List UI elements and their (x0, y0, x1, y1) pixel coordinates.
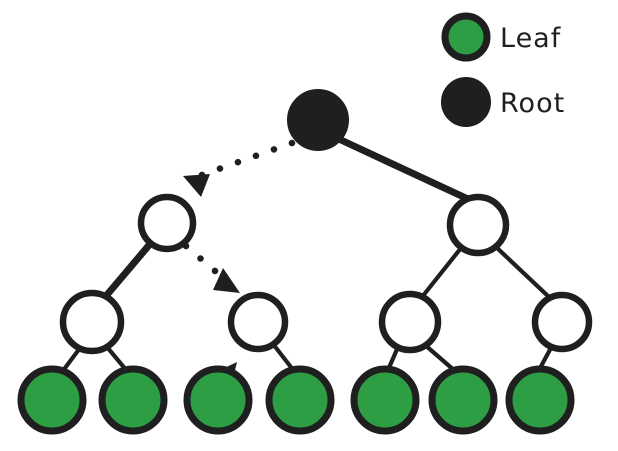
edge-nlr-to-leaf-4 (270, 341, 297, 374)
dotted-line-left-internal-to-nlr (182, 242, 226, 281)
node-leaf-4[interactable] (265, 365, 335, 435)
node-group (17, 89, 593, 435)
node-leaf-5[interactable] (350, 365, 420, 435)
edge-nrl-to-leaf-6 (422, 342, 458, 374)
edge-nr-to-nrr (493, 244, 552, 300)
edge-group (59, 136, 555, 375)
node-internal-left-right[interactable] (227, 291, 289, 353)
edge-nll-to-leaf-1 (59, 345, 83, 375)
node-leaf-6[interactable] (428, 365, 498, 435)
arrowhead-icon-left-internal-to-nlr (213, 268, 240, 293)
node-leaf-1[interactable] (17, 365, 87, 435)
edge-left-internal-to-left-child (102, 240, 154, 300)
node-leaf-3[interactable] (183, 365, 253, 435)
arrowhead-icon-root-to-left-internal (183, 174, 210, 197)
edge-root-to-right-internal (337, 136, 472, 203)
legend-root-swatch-icon (441, 77, 491, 127)
node-internal-right[interactable] (446, 193, 510, 257)
edge-nr-to-nrl (419, 245, 464, 300)
node-internal-left-left[interactable] (59, 289, 125, 355)
node-internal-right-left[interactable] (378, 290, 442, 354)
node-leaf-7[interactable] (505, 365, 575, 435)
node-internal-right-right[interactable] (531, 291, 593, 353)
node-leaf-2[interactable] (98, 365, 168, 435)
legend-label-leaf: Leaf (500, 23, 562, 54)
legend: Leaf Root (441, 12, 565, 127)
node-internal-left[interactable] (137, 193, 197, 253)
node-root[interactable] (287, 89, 349, 151)
legend-leaf-swatch-icon (441, 12, 491, 62)
dotted-line-root-to-left-internal (195, 139, 296, 180)
legend-label-root: Root (500, 88, 565, 119)
